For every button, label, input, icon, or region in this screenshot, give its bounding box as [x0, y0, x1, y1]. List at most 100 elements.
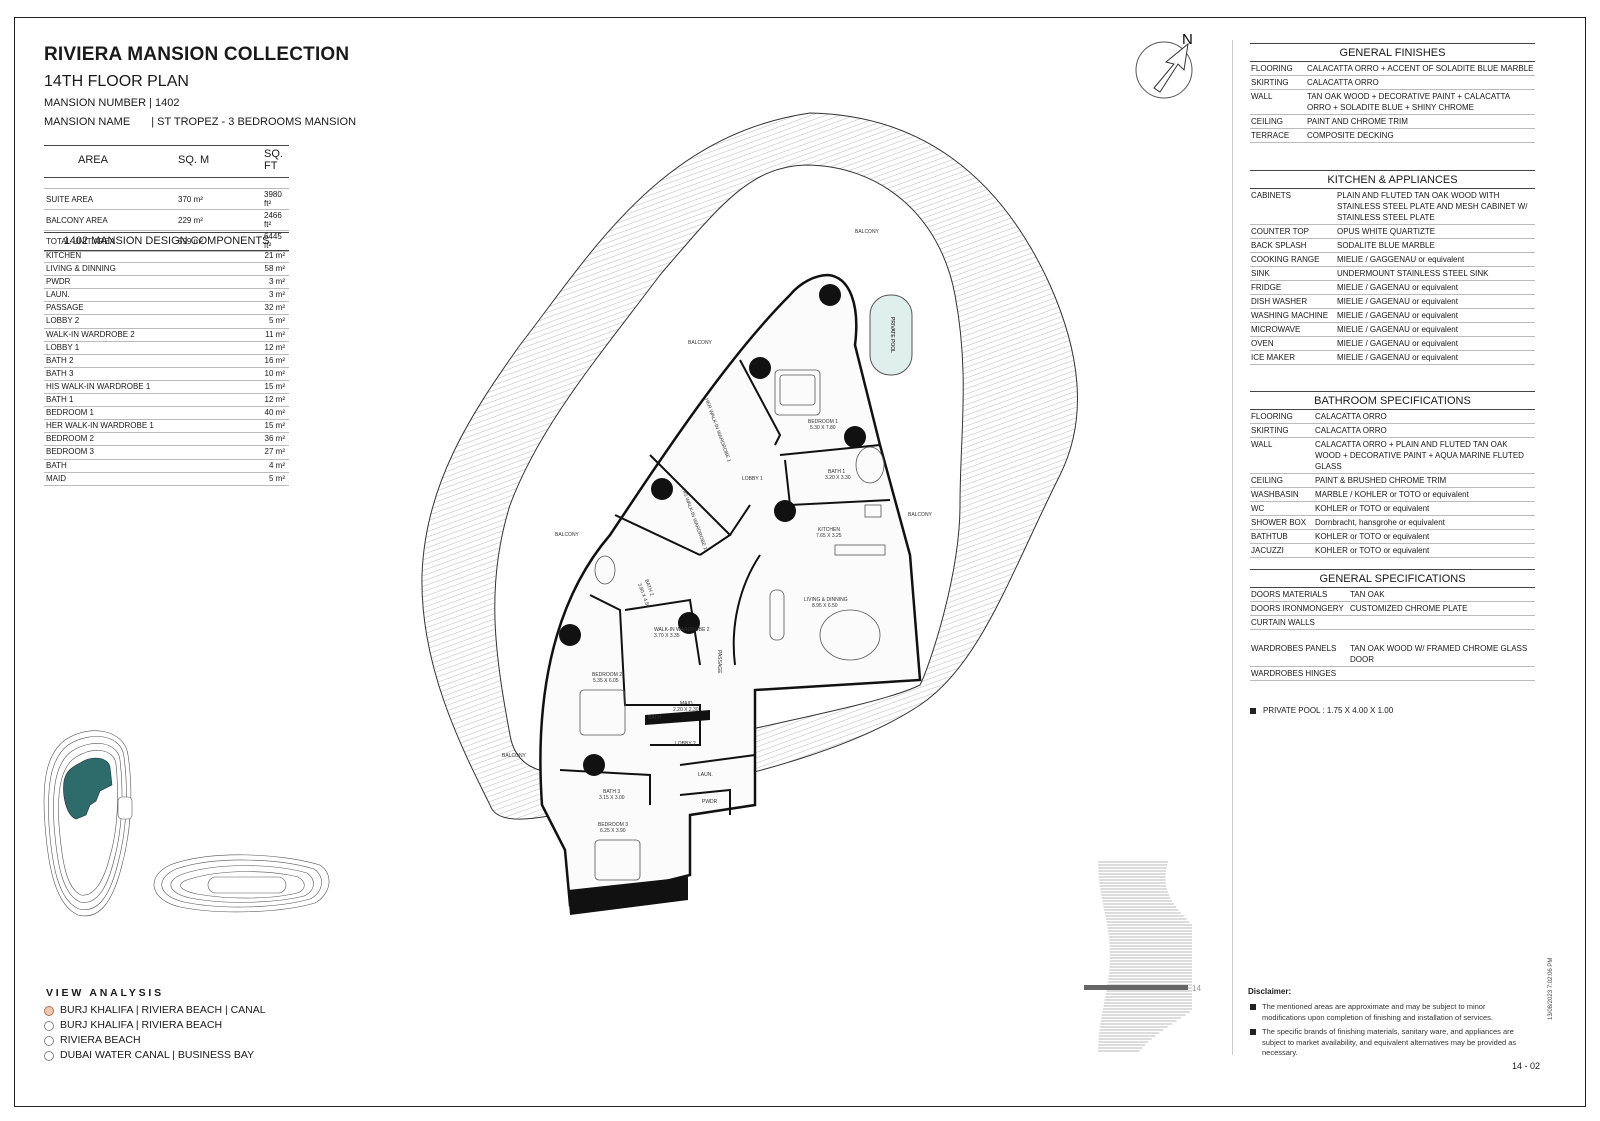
radio-icon: [44, 1020, 54, 1031]
view-option[interactable]: BURJ KHALIFA | RIVIERA BEACH: [44, 1018, 266, 1033]
table-row: ICE MAKER MIELIE / GAGENAU or equivalent: [1250, 351, 1535, 365]
room-dim: 5.35 X 6.05: [593, 678, 619, 684]
spec-key: FLOORING: [1251, 64, 1293, 73]
spec-key: FRIDGE: [1251, 283, 1282, 292]
component-name: PWDR: [46, 277, 71, 287]
spec-value: CUSTOMIZED CHROME PLATE: [1350, 604, 1468, 613]
pool-label: PRIVATE POOL: [889, 317, 895, 353]
north-arrow-icon: [1153, 42, 1189, 93]
table-row: JACUZZI KOHLER or TOTO or equivalent: [1250, 544, 1535, 558]
component-area: 16 m²: [264, 355, 285, 365]
room-label: LOBBY 2: [675, 741, 696, 747]
room-label: BEDROOM 2: [592, 672, 622, 678]
table-row: SHOWER BOX Dornbracht, hansgrohe or equiv…: [1250, 516, 1535, 530]
spec-key: JACUZZI: [1251, 546, 1284, 555]
component-area: 4 m²: [269, 460, 285, 470]
spec-key: BACK SPLASH: [1251, 241, 1307, 250]
balcony-label: BALCONY: [855, 229, 880, 235]
spec-value: MIELIE / GAGGENAU or equivalent: [1337, 255, 1465, 264]
disclaimer-text: The mentioned areas are approximate and …: [1262, 1002, 1493, 1022]
spec-value: UNDERMOUNT STAINLESS STEEL SINK: [1337, 269, 1489, 278]
table-row: FRIDGE MIELIE / GAGENAU or equivalent: [1250, 281, 1535, 295]
room-label: BEDROOM 3: [598, 822, 628, 828]
component-area: 21 m²: [264, 251, 285, 260]
kitchen-appliances-title: KITCHEN & APPLIANCES: [1250, 170, 1535, 189]
spec-value: OPUS WHITE QUARTIZTE: [1337, 227, 1436, 236]
spec-key: WARDROBES PANELS: [1251, 644, 1337, 653]
view-option[interactable]: BURJ KHALIFA | RIVIERA BEACH | CANAL: [44, 1003, 266, 1018]
private-pool-text: PRIVATE POOL : 1.75 X 4.00 X 1.00: [1263, 706, 1394, 715]
component-name: MAID: [46, 473, 66, 483]
spec-value: [1350, 668, 1535, 679]
spec-value: [1350, 617, 1535, 628]
spec-value: CALACATTA ORRO: [1315, 412, 1387, 421]
spec-key: CEILING: [1251, 476, 1284, 485]
radio-icon: [44, 1035, 54, 1046]
spec-key: TERRACE: [1251, 131, 1290, 140]
component-area: 5 m²: [269, 473, 285, 483]
table-row: BALCONY AREA 229 m² 2466 ft²: [44, 209, 289, 231]
spec-key: CURTAIN WALLS: [1251, 618, 1315, 627]
spec-key: SKIRTING: [1251, 426, 1289, 435]
spec-value: COMPOSITE DECKING: [1307, 131, 1394, 140]
view-option-label: BURJ KHALIFA | RIVIERA BEACH | CANAL: [60, 1004, 266, 1016]
spec-value: MIELIE / GAGENAU or equivalent: [1337, 297, 1458, 306]
spec-key: SKIRTING: [1251, 78, 1289, 87]
room-label: BATH 3: [603, 789, 620, 795]
component-area: 10 m²: [264, 368, 285, 378]
component-area: 40 m²: [264, 408, 285, 418]
room-label: LOBBY 1: [742, 476, 763, 482]
view-option[interactable]: DUBAI WATER CANAL | BUSINESS BAY: [44, 1048, 266, 1063]
components-title: 1402 MANSION DESIGN COMPONENTS: [44, 232, 289, 251]
room-dim: 3.70 X 3.35: [654, 633, 680, 639]
component-area: 27 m²: [264, 447, 285, 457]
spec-key: ICE MAKER: [1251, 353, 1296, 362]
room-label: LAUN.: [698, 772, 713, 778]
spec-key: WARDROBES HINGES: [1251, 669, 1337, 678]
room-label: PWDR: [702, 799, 718, 805]
table-row: SINK UNDERMOUNT STAINLESS STEEL SINK: [1250, 267, 1535, 281]
component-name: LIVING & DINNING: [46, 264, 116, 274]
spec-value: MIELIE / GAGENAU or equivalent: [1337, 283, 1458, 292]
spec-value: TAN OAK WOOD W/ FRAMED CHROME GLASS DOOR: [1350, 644, 1528, 664]
spec-value: KOHLER or TOTO or equivalent: [1315, 546, 1430, 555]
glazing-band: [568, 877, 688, 915]
component-area: 15 m²: [264, 421, 285, 431]
room-dim: 8.95 X 6.50: [812, 603, 838, 609]
component-area: 3 m²: [269, 290, 285, 300]
component-area: 11 m²: [265, 329, 285, 339]
spec-value: MARBLE / KOHLER or TOTO or equivalent: [1315, 490, 1469, 499]
spec-value: MIELIE / GAGENAU or equivalent: [1337, 353, 1458, 362]
disclaimer-item: The specific brands of finishing materia…: [1248, 1027, 1528, 1059]
floor-marker-bar: [1084, 985, 1188, 990]
view-option[interactable]: RIVIERA BEACH: [44, 1033, 266, 1048]
component-area: 3 m²: [269, 277, 285, 287]
unit-highlight: [63, 757, 113, 820]
spec-key: SINK: [1251, 269, 1270, 278]
spec-value: Dornbracht, hansgrohe or equivalent: [1315, 518, 1445, 527]
spec-key: SHOWER BOX: [1251, 518, 1307, 527]
component-name: LOBBY 1: [46, 342, 80, 352]
spec-value: TAN OAK: [1350, 590, 1385, 599]
bullet-square-icon: [1250, 1004, 1256, 1010]
disclaimer-text: The specific brands of finishing materia…: [1262, 1027, 1517, 1057]
spec-value: MIELIE / GAGENAU or equivalent: [1337, 325, 1458, 334]
